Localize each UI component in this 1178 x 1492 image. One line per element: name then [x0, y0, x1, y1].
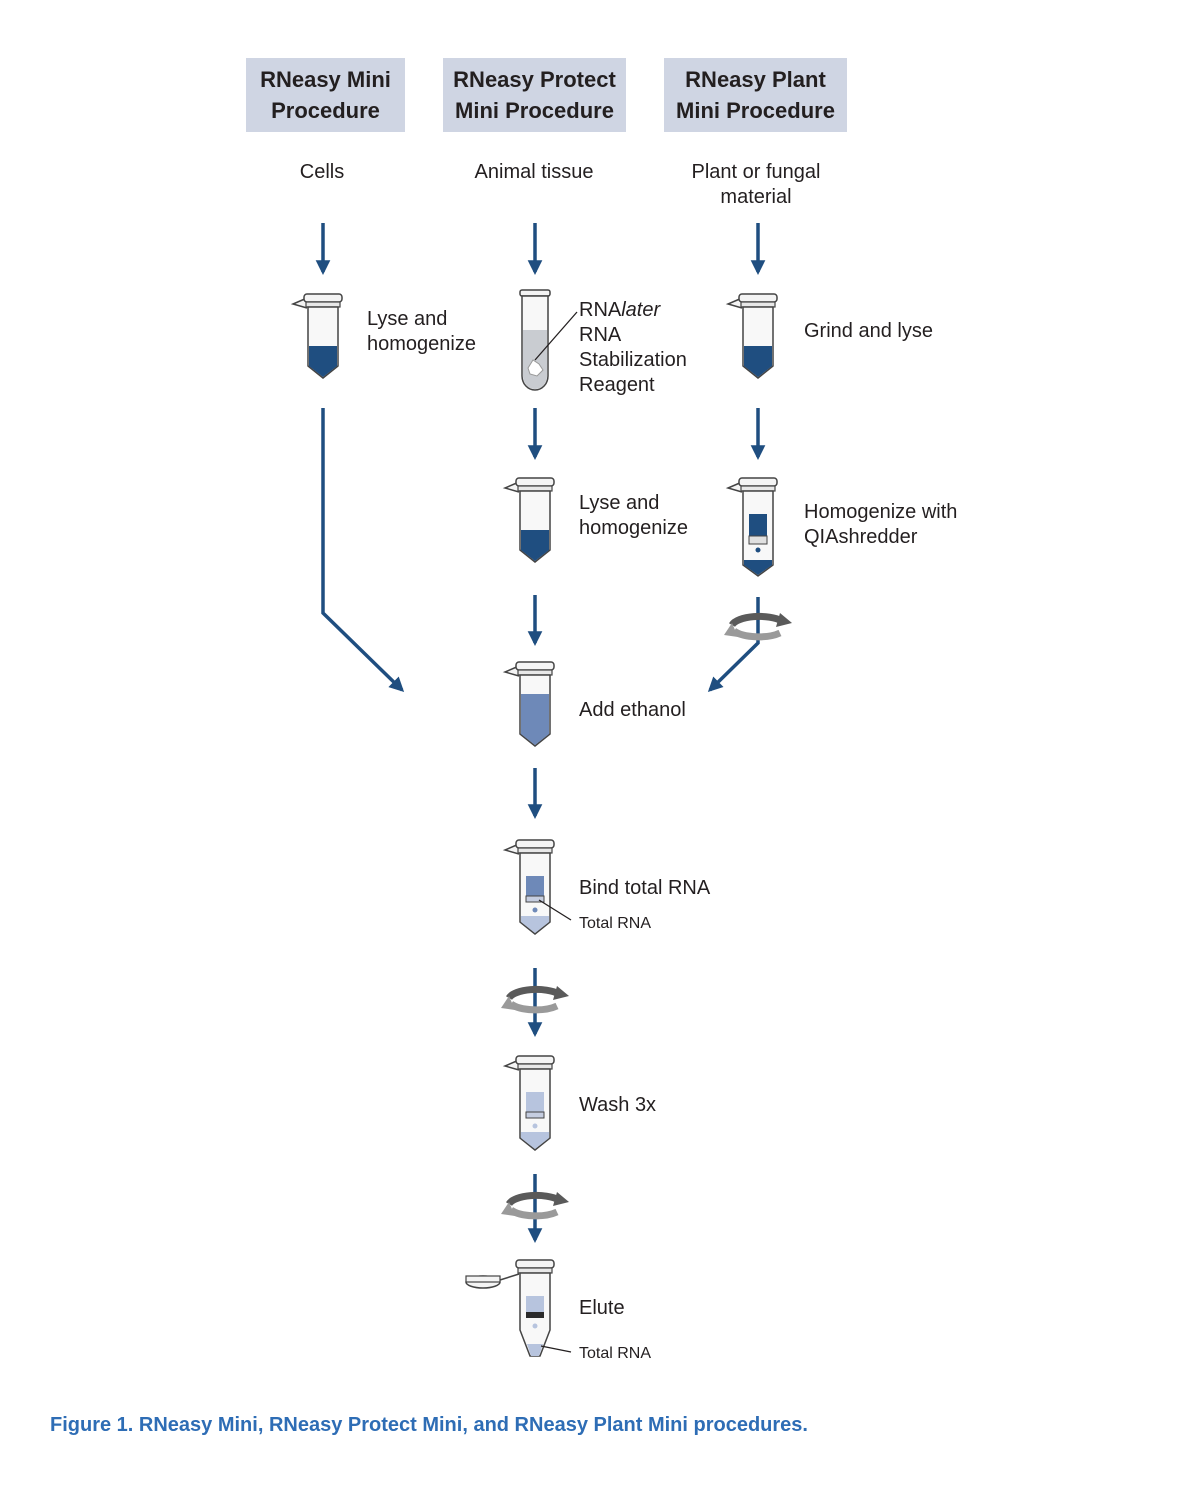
spin-column-elute-icon: [465, 1259, 572, 1357]
step-rnalater-reagent-label: RNA Stabilization Reagent: [579, 324, 687, 396]
source-cells: Cells: [299, 161, 345, 183]
step-rnalater-label: RNAlater: [579, 298, 660, 323]
rnalater-tube-icon: [519, 289, 578, 391]
figure-caption: Figure 1. RNeasy Mini, RNeasy Protect Mi…: [50, 1414, 808, 1436]
elute-total-rna-note: Total RNA: [579, 1345, 652, 1362]
step-protect-lyse-label: Lyse and homogenize: [579, 492, 688, 539]
bind-total-rna-note: Total RNA: [579, 915, 652, 932]
source-plant-material: Plant or fungal material: [691, 161, 821, 208]
tube-lysate-icon: [504, 477, 555, 563]
rnalater-prefix: RNA: [579, 299, 622, 321]
header-rneasy-plant-label: RNeasy Plant Mini Procedure: [676, 67, 835, 123]
header-rneasy-protect: RNeasy Protect Mini Procedure: [443, 58, 626, 132]
header-rneasy-mini-label: RNeasy Mini Procedure: [260, 67, 391, 123]
step-wash-label: Wash 3x: [579, 1094, 657, 1116]
rnalater-italic: later: [621, 299, 661, 321]
arrow-mini-to-ethanol: [321, 408, 405, 693]
flow-arrows: [315, 223, 766, 1243]
tube-lysate-icon: [292, 293, 343, 379]
arrow-plant-to-ethanol: [707, 597, 760, 693]
header-rneasy-protect-label: RNeasy Protect Mini Procedure: [453, 67, 616, 123]
step-qiashredder-label: Homogenize with QIAshredder: [804, 501, 958, 548]
step-mini-lyse-label: Lyse and homogenize: [367, 308, 476, 355]
qiashredder-column-icon: [725, 477, 778, 577]
tube-lysate-icon: [727, 293, 778, 379]
step-bind-label: Bind total RNA: [579, 877, 711, 899]
header-rneasy-plant: RNeasy Plant Mini Procedure: [664, 58, 847, 132]
step-elute-label: Elute: [579, 1297, 625, 1319]
source-animal-tissue: Animal tissue: [474, 161, 594, 183]
step-grind-lyse-label: Grind and lyse: [804, 320, 933, 342]
header-rneasy-mini: RNeasy Mini Procedure: [246, 58, 405, 132]
spin-column-bind-icon: [502, 839, 572, 935]
spin-column-wash-icon: [502, 1055, 555, 1151]
step-add-ethanol-label: Add ethanol: [579, 699, 686, 721]
tube-ethanol-icon: [504, 661, 555, 747]
